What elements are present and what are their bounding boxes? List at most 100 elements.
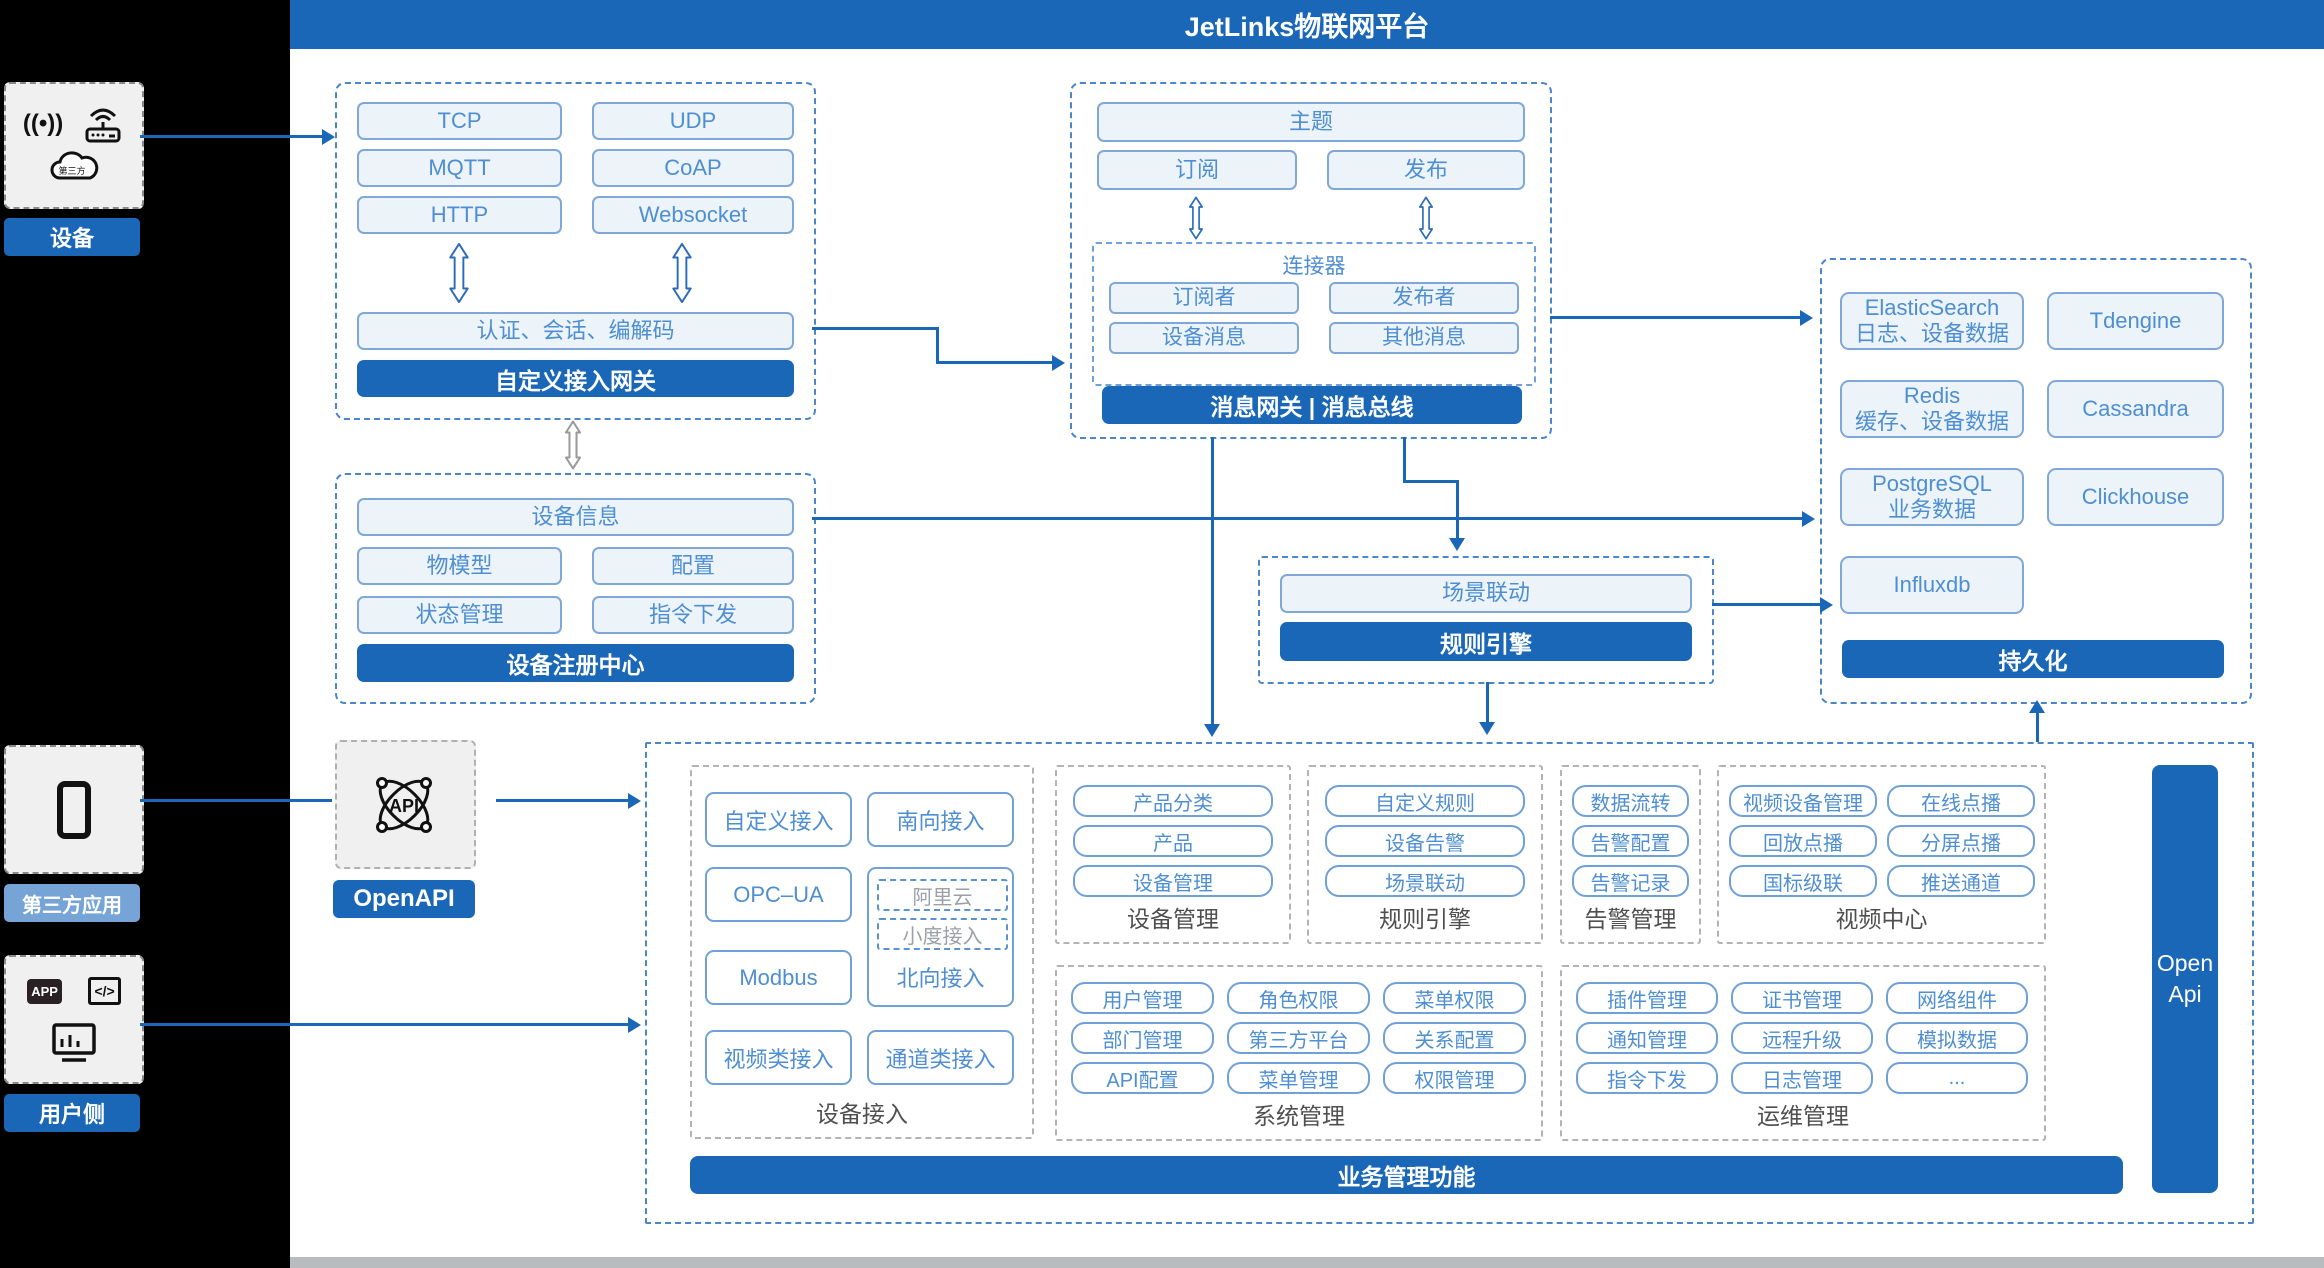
device-info-chip: 设备信息 <box>357 498 794 536</box>
router-icon <box>85 108 121 143</box>
openapi-to-business-line <box>496 799 632 802</box>
device-registry-bar: 设备注册中心 <box>357 644 794 682</box>
protocol-chip: UDP <box>592 102 794 140</box>
database-chip: Redis 缓存、设备数据 <box>1840 380 2024 438</box>
device-mgmt-list: 产品分类产品设备管理 <box>1073 785 1273 897</box>
menu-chip: ... <box>1886 1062 2028 1094</box>
phone-icon <box>57 781 91 839</box>
arrowhead <box>1449 538 1465 551</box>
registry-chip: 物模型 <box>357 547 562 585</box>
auth-session-codec-chip: 认证、会话、编解码 <box>357 312 794 350</box>
openapi-icon-box: API <box>335 740 476 869</box>
wireless-signal-icon: ((•)) <box>22 110 64 137</box>
rule-engine-box: 场景联动 规则引擎 <box>1258 556 1714 684</box>
menu-chip: 国标级联 <box>1729 865 1877 897</box>
connector-item-list: 订阅者发布者设备消息其他消息 <box>1109 282 1519 354</box>
gray-double-arrow-icon <box>564 420 582 470</box>
business-to-persistence-line <box>2036 708 2039 742</box>
gateway-to-message-line <box>936 327 939 364</box>
cloud-access-chip: 阿里云 <box>877 879 1008 911</box>
device-sources-box: ((•)) 第三方 <box>4 82 144 209</box>
svg-text:API: API <box>389 796 419 816</box>
business-functions-bar: 业务管理功能 <box>690 1156 2123 1194</box>
third-party-app-box <box>4 745 144 874</box>
section-label: 视频中心 <box>1835 906 1928 932</box>
menu-chip: API配置 <box>1071 1062 1214 1094</box>
video-center-list: 视频设备管理在线点播回放点播分屏点播国标级联推送通道 <box>1729 785 2035 897</box>
chart-monitor-icon <box>52 1023 96 1062</box>
menu-chip: 网络组件 <box>1886 982 2028 1014</box>
menu-chip: 分屏点播 <box>1887 825 2035 857</box>
third-party-cloud-icon: 第三方 <box>50 151 99 180</box>
gateway-to-message-line <box>812 327 939 330</box>
subscribe-chip: 订阅 <box>1097 150 1297 190</box>
menu-chip: 远程升级 <box>1731 1022 1873 1054</box>
database-chip: ElasticSearch 日志、设备数据 <box>1840 292 2024 350</box>
database-chip: PostgreSQL 业务数据 <box>1840 468 2024 526</box>
arrowhead <box>1820 597 1833 613</box>
registry-chip: 指令下发 <box>592 596 794 634</box>
menu-chip: 部门管理 <box>1071 1022 1214 1054</box>
rule-to-business-line <box>1486 682 1489 726</box>
menu-chip: 告警记录 <box>1572 865 1689 897</box>
device-access-chip: 视频类接入 <box>705 1030 852 1085</box>
section-ops-mgmt: 插件管理证书管理网络组件通知管理远程升级模拟数据指令下发日志管理... 运维管理 <box>1560 965 2046 1141</box>
publish-chip: 发布 <box>1327 150 1525 190</box>
menu-chip: 通知管理 <box>1576 1022 1718 1054</box>
rule-to-influxdb-line <box>1712 603 1824 606</box>
menu-chip: 产品分类 <box>1073 785 1273 817</box>
message-to-business-line <box>1211 437 1214 728</box>
message-to-rule-line <box>1403 480 1459 483</box>
connector-box: 连接器 订阅者发布者设备消息其他消息 <box>1092 242 1536 386</box>
menu-chip: 场景联动 <box>1325 865 1525 897</box>
open-api-vertical-bar: Open Api <box>2152 765 2218 1193</box>
menu-chip: 指令下发 <box>1576 1062 1718 1094</box>
database-chip: Clickhouse <box>2047 468 2224 526</box>
svg-text:第三方: 第三方 <box>58 165 85 176</box>
user-side-label: 用户侧 <box>4 1094 140 1132</box>
protocol-chip: MQTT <box>357 149 562 187</box>
double-arrow-icon <box>672 242 692 304</box>
cloud-access-chip: 小度接入 <box>877 918 1008 950</box>
arrowhead <box>1052 355 1065 371</box>
channel-access-chip: 通道类接入 <box>867 1030 1014 1085</box>
message-gateway-box: 主题 订阅 发布 连接器 订阅者发布者设备消息其他消息 消息网关 | 消息总线 <box>1070 82 1552 439</box>
double-arrow-icon <box>1418 196 1434 240</box>
gateway-to-message-line <box>936 361 1054 364</box>
message-to-rule-line <box>1456 480 1459 542</box>
section-device-mgmt: 产品分类产品设备管理 设备管理 <box>1055 765 1291 944</box>
device-side-label: 设备 <box>4 218 140 256</box>
menu-chip: 菜单权限 <box>1383 982 1526 1014</box>
section-alarm-mgmt: 数据流转告警配置告警记录 告警管理 <box>1560 765 1701 944</box>
ops-mgmt-list: 插件管理证书管理网络组件通知管理远程升级模拟数据指令下发日志管理... <box>1576 982 2028 1094</box>
south-access-chip: 南向接入 <box>867 792 1014 847</box>
code-window-icon: </> <box>88 977 121 1005</box>
message-to-rule-line <box>1403 437 1406 483</box>
section-label: 设备接入 <box>816 1101 908 1127</box>
connector-chip: 其他消息 <box>1329 322 1519 354</box>
topic-chip: 主题 <box>1097 102 1525 142</box>
menu-chip: 回放点播 <box>1729 825 1877 857</box>
connector-title: 连接器 <box>1282 255 1346 278</box>
api-atom-icon: API <box>376 777 432 833</box>
scene-linkage-chip: 场景联动 <box>1280 574 1692 613</box>
menu-chip: 数据流转 <box>1572 785 1689 817</box>
device-to-gateway-line <box>140 135 328 138</box>
menu-chip: 第三方平台 <box>1227 1022 1370 1054</box>
custom-gateway-bar: 自定义接入网关 <box>357 360 794 397</box>
database-chip: Influxdb <box>1840 556 2024 614</box>
bottom-edge-bar <box>290 1257 2324 1268</box>
menu-chip: 角色权限 <box>1227 982 1370 1014</box>
connector-chip: 订阅者 <box>1109 282 1299 314</box>
page-title: JetLinks物联网平台 <box>290 0 2324 49</box>
persistence-bar: 持久化 <box>1842 640 2224 678</box>
menu-chip: 用户管理 <box>1071 982 1214 1014</box>
arrowhead <box>2029 700 2045 713</box>
section-label: 规则引擎 <box>1379 906 1471 932</box>
connector-chip: 发布者 <box>1329 282 1519 314</box>
message-to-es-line <box>1550 316 1805 319</box>
rule-engine-bar: 规则引擎 <box>1280 622 1692 661</box>
arrowhead <box>1802 511 1815 527</box>
